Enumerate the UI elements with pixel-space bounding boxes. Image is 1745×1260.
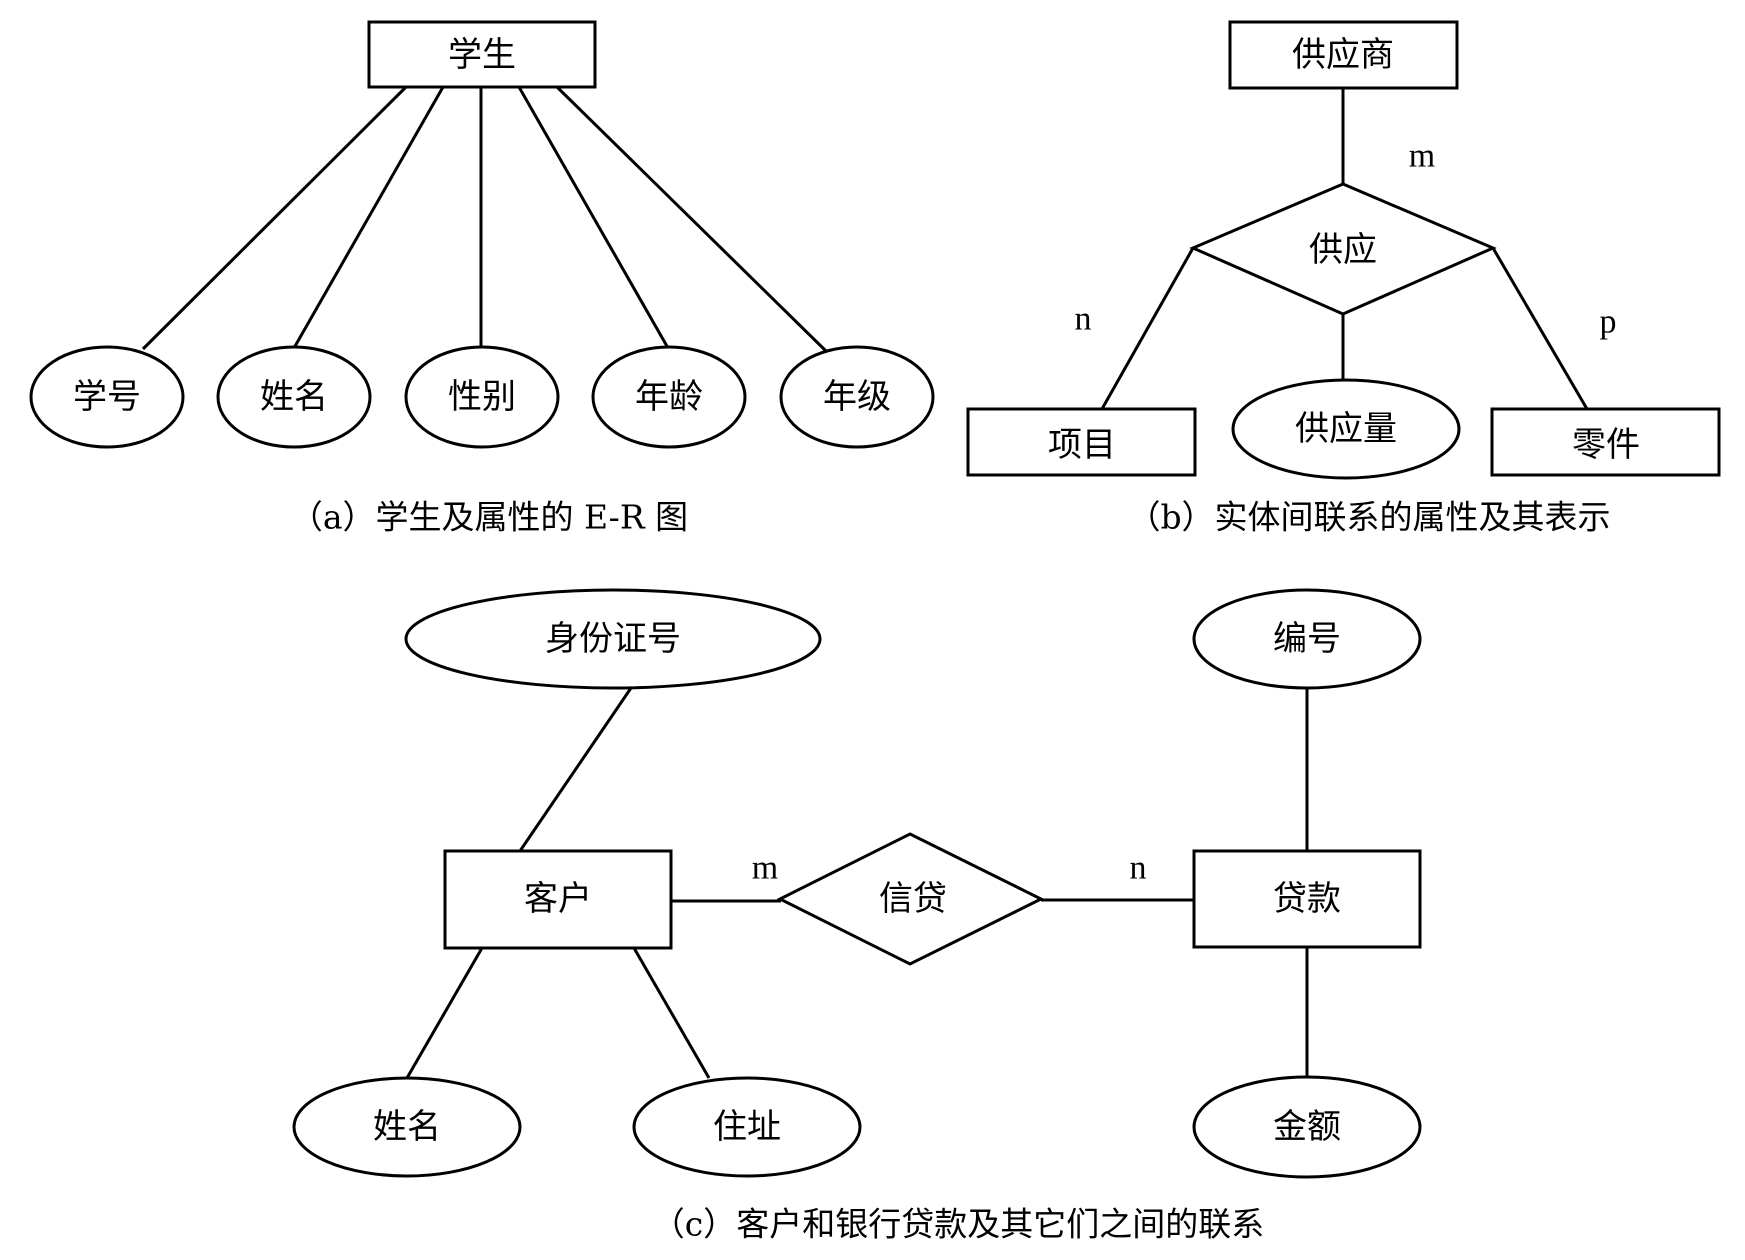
attribute-xingming-label: 姓名 [260,377,328,417]
attribute-id-number[interactable]: 身份证号 [404,588,822,690]
caption-a: （a）学生及属性的 E-R 图 [290,498,688,537]
entity-student-label: 学生 [448,35,516,75]
edge-student-xuehao [141,85,408,351]
cardinality-supplier: m [1409,138,1435,175]
edge-student-nianji [555,85,829,354]
attribute-loan-amount-label: 金额 [1273,1107,1341,1147]
attribute-nianji[interactable]: 年级 [779,345,935,449]
attribute-xuehao[interactable]: 学号 [29,345,185,449]
entity-customer-label: 客户 [524,879,592,919]
attribute-loan-number[interactable]: 编号 [1192,588,1422,690]
entity-customer[interactable]: 客户 [443,849,673,950]
cardinality-customer: m [752,850,778,887]
attribute-customer-address-label: 住址 [713,1107,781,1147]
relationship-credit[interactable]: 信贷 [776,832,1045,966]
attribute-nianling-label: 年龄 [635,377,703,417]
entity-part-label: 零件 [1572,425,1640,465]
caption-b: （b）实体间联系的属性及其表示 [1127,498,1610,537]
attribute-nianling[interactable]: 年龄 [591,345,747,449]
attribute-xingming[interactable]: 姓名 [216,345,372,449]
cardinality-part: p [1600,304,1617,341]
entity-project-label: 项目 [1048,425,1116,465]
relationship-credit-label: 信贷 [879,879,947,919]
caption-c: （c）客户和银行贷款及其它们之间的联系 [652,1205,1264,1244]
cardinality-project: n [1075,301,1092,338]
entity-project[interactable]: 项目 [966,407,1197,477]
entity-supplier-label: 供应商 [1292,35,1394,75]
attribute-id-number-label: 身份证号 [545,619,681,659]
relationship-supply[interactable]: 供应 [1189,182,1497,316]
edge-supply-part [1491,247,1589,410]
entity-loan-label: 贷款 [1273,879,1341,919]
attribute-xingbie[interactable]: 性别 [404,345,560,449]
attribute-xingbie-label: 性别 [448,377,516,417]
attribute-loan-number-label: 编号 [1273,619,1341,659]
entity-part[interactable]: 零件 [1490,407,1721,477]
entity-loan[interactable]: 贷款 [1192,849,1422,949]
cardinality-loan: n [1130,850,1147,887]
attribute-xuehao-label: 学号 [73,377,141,417]
entity-student[interactable]: 学生 [367,20,597,89]
diagram-a: 学生 学号 姓名 性别 年龄 年级 （a）学生及属性的 E-R 图 [29,20,935,537]
entity-supplier[interactable]: 供应商 [1228,20,1459,90]
relationship-supply-label: 供应 [1309,230,1377,270]
diagram-b: 供应商 供应 项目 供应量 零件 m n p （b）实体间联系的属性及其表示 [966,20,1721,537]
edge-student-xingming [292,86,445,349]
edge-student-nianling [517,86,670,349]
attribute-supply-quantity[interactable]: 供应量 [1231,378,1461,480]
attribute-customer-name[interactable]: 姓名 [292,1076,522,1178]
edge-customer-idnumber [518,687,633,852]
attribute-customer-address[interactable]: 住址 [632,1076,862,1178]
attribute-nianji-label: 年级 [823,377,891,417]
diagram-c: 身份证号 客户 信贷 姓名 住址 编号 贷款 金额 [292,588,1422,1244]
edge-supply-project [1100,247,1195,410]
attribute-loan-amount[interactable]: 金额 [1192,1075,1422,1179]
attribute-supply-quantity-label: 供应量 [1295,409,1397,449]
attribute-customer-name-label: 姓名 [373,1107,441,1147]
edge-customer-name [405,947,484,1079]
edge-customer-address [632,947,711,1079]
